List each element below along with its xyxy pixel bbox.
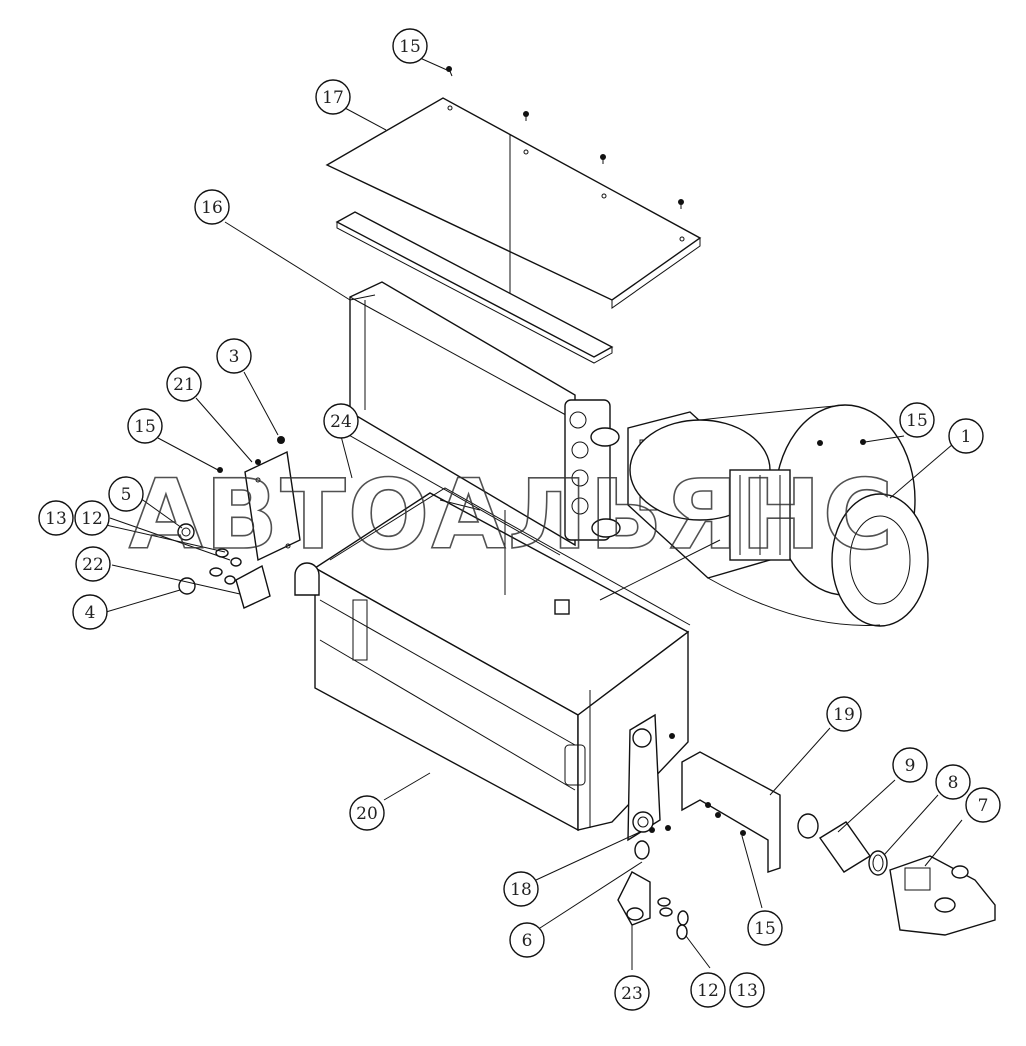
part-bottom-bracket <box>617 871 689 940</box>
callout-12-left: 12 <box>74 500 110 536</box>
callout-label: 24 <box>330 412 352 432</box>
callout-23: 23 <box>614 975 650 1011</box>
callout-7: 7 <box>965 787 1001 823</box>
callout-label: 20 <box>356 804 378 824</box>
part-blower-assembly <box>627 404 929 627</box>
callout-label: 21 <box>173 375 195 395</box>
cover-screws <box>446 66 684 209</box>
callout-label: 15 <box>754 919 776 939</box>
callout-label: 5 <box>121 485 132 505</box>
callout-24: 24 <box>323 403 359 439</box>
callout-6: 6 <box>509 922 545 958</box>
callout-17: 17 <box>315 79 351 115</box>
callout-label: 7 <box>978 796 989 816</box>
callout-label: 18 <box>510 880 532 900</box>
callout-8: 8 <box>935 764 971 800</box>
callout-label: 15 <box>399 37 421 57</box>
callout-label: 16 <box>201 198 223 218</box>
part-heat-exchanger <box>339 281 621 556</box>
callout-12-bottom: 12 <box>690 972 726 1008</box>
callout-label: 1 <box>961 427 972 447</box>
callout-3: 3 <box>216 338 252 374</box>
part-top-cover <box>325 97 702 309</box>
callout-label: 13 <box>45 509 67 529</box>
part-main-housing <box>294 487 691 832</box>
callout-4: 4 <box>72 594 108 630</box>
callout-label: 13 <box>736 981 758 1001</box>
watermark-text: АВТОАЛЬЯНС <box>129 459 895 571</box>
callout-16: 16 <box>194 189 230 225</box>
callout-18: 18 <box>503 871 539 907</box>
part-seal-strip <box>335 211 614 364</box>
part-hose-valve <box>797 813 996 936</box>
leader-lines <box>74 57 963 970</box>
callout-label: 15 <box>906 411 928 431</box>
callout-20: 20 <box>349 795 385 831</box>
callout-13-bottom: 13 <box>729 972 765 1008</box>
callout-9: 9 <box>892 747 928 783</box>
callout-15-bottom: 15 <box>747 910 783 946</box>
callout-15-right: 15 <box>899 402 935 438</box>
callout-13-left: 13 <box>38 500 74 536</box>
callout-label: 6 <box>522 931 533 951</box>
callout-label: 22 <box>82 555 104 575</box>
callout-15-left: 15 <box>127 408 163 444</box>
callout-1: 1 <box>948 418 984 454</box>
part-left-bracket <box>217 436 301 609</box>
callout-22: 22 <box>75 546 111 582</box>
callout-label: 12 <box>697 981 719 1001</box>
callout-label: 3 <box>229 347 240 367</box>
callout-label: 12 <box>81 509 103 529</box>
callout-21: 21 <box>166 366 202 402</box>
callout-label: 9 <box>905 756 916 776</box>
callout-5: 5 <box>108 476 144 512</box>
callout-label: 19 <box>833 705 855 725</box>
part-right-bracket <box>627 713 781 873</box>
callout-label: 23 <box>621 984 643 1004</box>
callout-label: 15 <box>134 417 156 437</box>
callout-label: 4 <box>85 603 96 623</box>
callout-19: 19 <box>826 696 862 732</box>
callout-label: 8 <box>948 773 959 793</box>
callout-label: 17 <box>322 88 344 108</box>
callout-15-top: 15 <box>392 28 428 64</box>
